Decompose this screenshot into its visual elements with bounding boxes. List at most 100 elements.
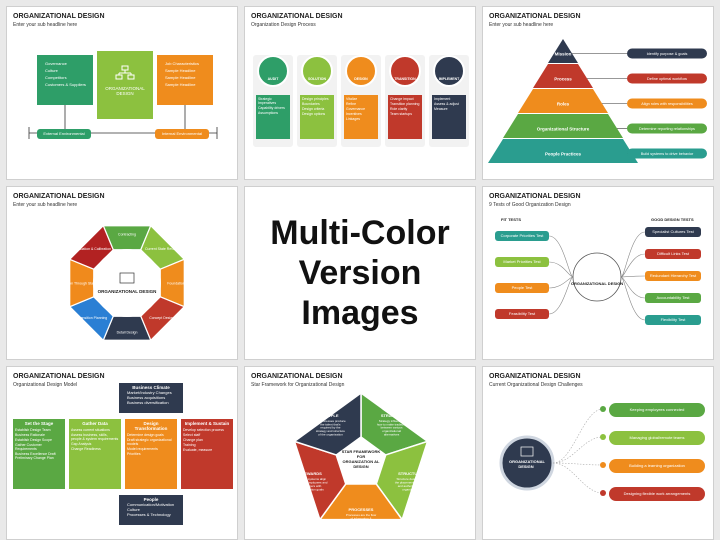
good-test: Specialist Cultures Test bbox=[645, 227, 701, 237]
pyramid-note bbox=[627, 148, 707, 159]
challenges-center-label: ORGANIZATIONAL DESIGN bbox=[509, 459, 545, 469]
model-column-item: Determine design goals bbox=[127, 433, 164, 437]
step-item: Design principles bbox=[302, 97, 329, 101]
step-item: Change impact bbox=[390, 97, 414, 101]
slide-title: ORGANIZATIONAL DESIGN bbox=[489, 373, 581, 380]
cycle-segment-label: Foundation bbox=[167, 282, 185, 286]
step-circle: TRANSITION bbox=[389, 55, 421, 87]
headline-line-1: Multi-Color bbox=[270, 214, 450, 252]
model-column-item: Select staff bbox=[183, 433, 201, 437]
cycle-center-label: ORGANIZATIONAL DESIGN bbox=[98, 289, 157, 294]
step-item: Linkages bbox=[346, 117, 361, 121]
step-name: IMPLEMENT bbox=[438, 77, 460, 81]
slide-title: ORGANIZATIONAL DESIGN bbox=[251, 13, 343, 20]
step-item: Design options bbox=[302, 112, 326, 116]
cycle-segment-label: Detail Design bbox=[117, 331, 138, 335]
slide-thumb-8[interactable]: ORGANIZATIONAL DESIGN Current Organizati… bbox=[482, 366, 714, 540]
model-column-item: Develop selection process bbox=[183, 428, 224, 432]
factor: Customers & Suppliers bbox=[45, 82, 86, 87]
step-item: Implement bbox=[434, 97, 451, 101]
star-segment-name: STRATEGY bbox=[381, 413, 403, 418]
slide-thumb-4[interactable]: ORGANIZATIONAL DESIGN Enter your sub hea… bbox=[6, 186, 238, 360]
cycle-segment-label: Evaluation & Calibration bbox=[74, 247, 111, 251]
pyramid-level bbox=[518, 89, 608, 113]
step-circle: IMPLEMENT bbox=[433, 55, 465, 87]
org-chart-icon bbox=[119, 272, 135, 284]
slide-subtitle: 9 Tests of Good Organization Design bbox=[489, 202, 571, 208]
good-test: Difficult Links Test bbox=[645, 249, 701, 259]
slide-thumb-3[interactable]: ORGANIZATIONAL DESIGN Enter your sub hea… bbox=[482, 6, 714, 180]
step-name: TRANSITION bbox=[394, 77, 416, 81]
slide-title: ORGANIZATIONAL DESIGN bbox=[13, 373, 105, 380]
pyramid-level bbox=[488, 139, 638, 163]
tests-center-label: ORGANIZATIONAL DESIGN bbox=[571, 281, 623, 286]
factor: Culture bbox=[45, 68, 58, 73]
pyramid-note bbox=[627, 123, 707, 134]
center-design-box: ORGANIZATIONAL DESIGN bbox=[97, 51, 153, 119]
pyramid-level-label: Organizational Structure bbox=[537, 127, 590, 132]
center-title-card: Multi-Color Version Images bbox=[244, 186, 476, 360]
connector-lines bbox=[28, 105, 218, 139]
slide-thumb-7[interactable]: ORGANIZATIONAL DESIGN Star Framework for… bbox=[244, 366, 476, 540]
pyramid-level bbox=[503, 114, 623, 138]
slide-thumb-1[interactable]: ORGANIZATIONAL DESIGN Enter your sub hea… bbox=[6, 6, 238, 180]
model-column-item: Gather Customer Requirements bbox=[15, 443, 42, 451]
model-column-item: Establish Design Scope bbox=[15, 438, 52, 442]
step-item: Vitalize bbox=[346, 97, 358, 101]
challenge-pill: Building a learning organization bbox=[609, 459, 705, 473]
step-item: Refine bbox=[346, 102, 357, 106]
center-label: ORGANIZATIONAL DESIGN bbox=[105, 86, 145, 96]
step-item: Capability drivers bbox=[258, 106, 285, 110]
model-column-item: Gap Analysis bbox=[71, 442, 92, 446]
star-segment-name: PEOPLE bbox=[322, 413, 339, 418]
star-segment-name: STRUCTURE bbox=[398, 471, 423, 476]
star-segment-name: PROCESSES bbox=[349, 507, 374, 512]
good-heading: GOOD DESIGN TESTS bbox=[651, 217, 694, 222]
slide-title: ORGANIZATIONAL DESIGN bbox=[13, 193, 105, 200]
model-column-head: Gather Data bbox=[82, 421, 108, 426]
slide-thumb-2[interactable]: ORGANIZATIONAL DESIGN Organization Desig… bbox=[244, 6, 476, 180]
pyramid-level bbox=[548, 39, 578, 63]
slide-title: ORGANIZATIONAL DESIGN bbox=[13, 13, 105, 20]
good-test: Redundant Hierarchy Test bbox=[645, 271, 701, 281]
cycle-segment bbox=[68, 224, 114, 270]
model-column-item: Change Readiness bbox=[71, 447, 101, 451]
fit-test: Corporate Priorities Test bbox=[495, 231, 549, 241]
model-column-item: Establish Design Team bbox=[15, 428, 51, 432]
challenges-diagram bbox=[499, 406, 606, 496]
pyramid-note-text: Determine reporting relationships bbox=[639, 127, 695, 131]
left-factors-box: Governance Culture Competitors Customers… bbox=[37, 55, 93, 105]
step-name: DESIGN bbox=[354, 77, 368, 81]
slide-thumb-6[interactable]: ORGANIZATIONAL DESIGN Organizational Des… bbox=[6, 366, 238, 540]
slide-subtitle: Enter your sub headline here bbox=[13, 22, 78, 28]
pyramid-level-label: People Practices bbox=[545, 152, 582, 157]
model-column-item: Priorities bbox=[127, 452, 141, 456]
org-chart-icon bbox=[520, 446, 534, 457]
good-test: Flexibility Test bbox=[645, 315, 701, 325]
cycle-segment-label: Contracting bbox=[118, 233, 136, 237]
model-column-item: Business Excellence Draft Preliminary Ch… bbox=[15, 452, 56, 460]
pyramid-note-text: Identify purpose & goals bbox=[647, 52, 688, 56]
slide-thumb-5[interactable]: ORGANIZATIONAL DESIGN 9 Tests of Good Or… bbox=[482, 186, 714, 360]
slide-subtitle: Enter your sub headline here bbox=[13, 202, 78, 208]
step-item: Assumptions bbox=[258, 111, 279, 115]
step-circle: SOLUTION bbox=[301, 55, 333, 87]
slide-subtitle: Star Framework for Organizational Design bbox=[251, 382, 345, 388]
step-item: Assess & adjust bbox=[434, 102, 459, 106]
slide-subtitle: Organizational Design Model bbox=[13, 382, 78, 388]
step-circle: AUDIT bbox=[257, 55, 289, 87]
